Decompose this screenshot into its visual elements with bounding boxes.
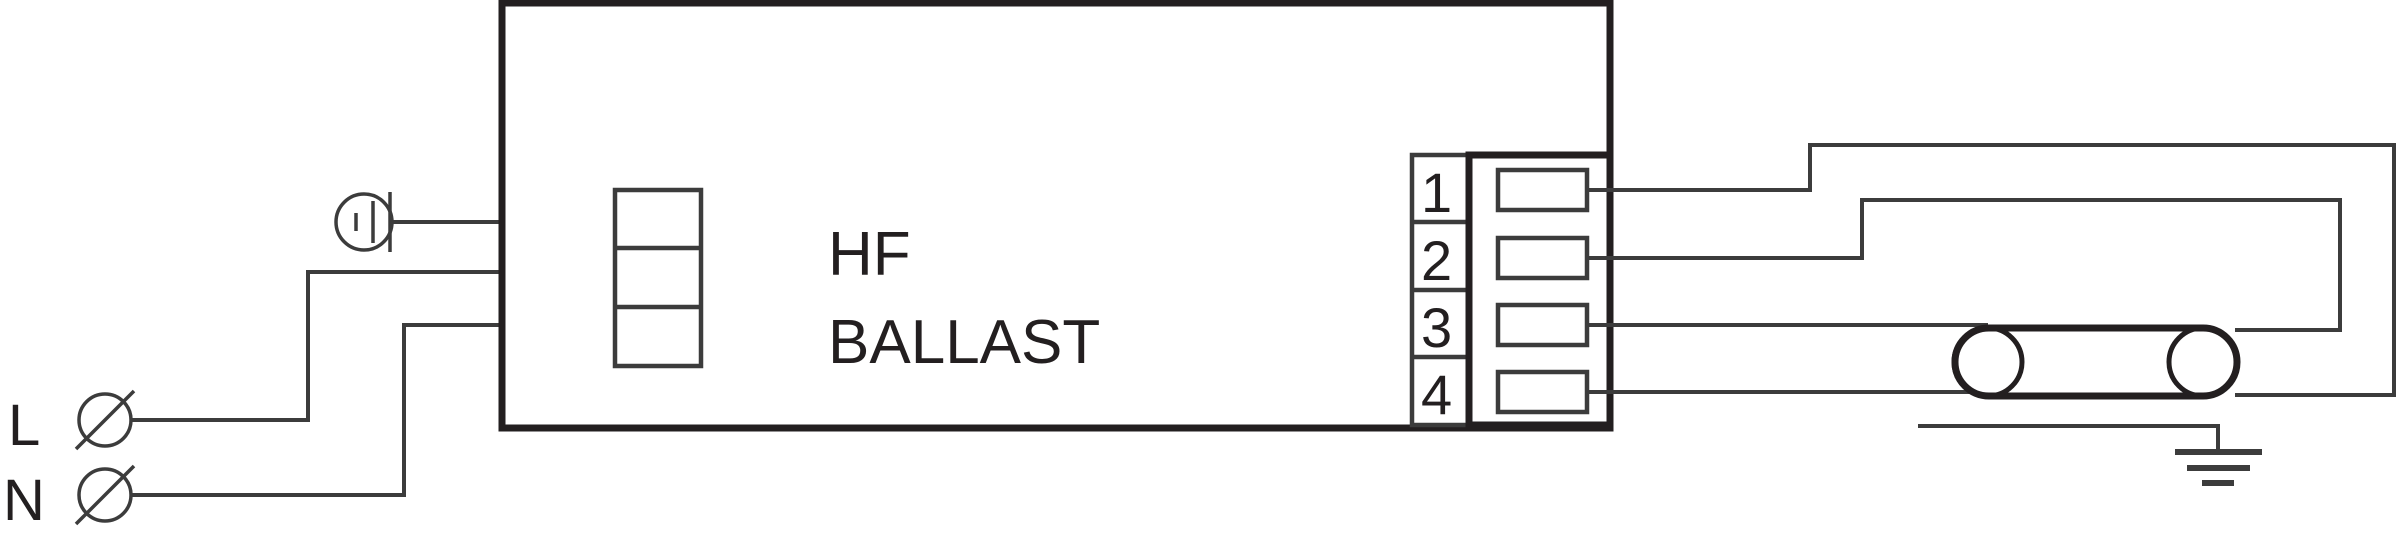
terminal-contact-4 [1495, 369, 1590, 415]
ballast-input-terminal-block [612, 187, 704, 369]
ballast-output-terminal-block: 1 2 3 4 [1409, 151, 1614, 429]
ballast-label-line1: HF [828, 220, 911, 289]
supply-neutral-terminal [74, 464, 136, 526]
terminal-contact-3 [1495, 302, 1590, 348]
terminal-number-3: 3 [1421, 296, 1452, 359]
terminal-number-2: 2 [1421, 229, 1452, 292]
terminal-contact-2 [1495, 235, 1590, 281]
wire-terminal2-to-lamp [1587, 198, 2342, 332]
lamp-earth-ground [1918, 424, 2262, 486]
terminal-contact-1 [1495, 167, 1590, 213]
wire-terminal1-to-lamp [1587, 143, 2396, 397]
circled-earth-icon [334, 192, 394, 252]
terminal-number-4: 4 [1421, 363, 1452, 426]
supply-line-terminal [74, 389, 136, 451]
lamp-electrode-right [2166, 325, 2240, 399]
ballast-label-line2: BALLAST [828, 308, 1100, 377]
lamp-tube [1951, 324, 2241, 400]
fluorescent-lamp [1951, 324, 2241, 400]
lamp-electrode-left [1951, 325, 2025, 399]
supply-neutral-label: N [3, 468, 45, 533]
supply-line-label: L [8, 393, 40, 458]
terminal-number-1: 1 [1421, 161, 1452, 224]
